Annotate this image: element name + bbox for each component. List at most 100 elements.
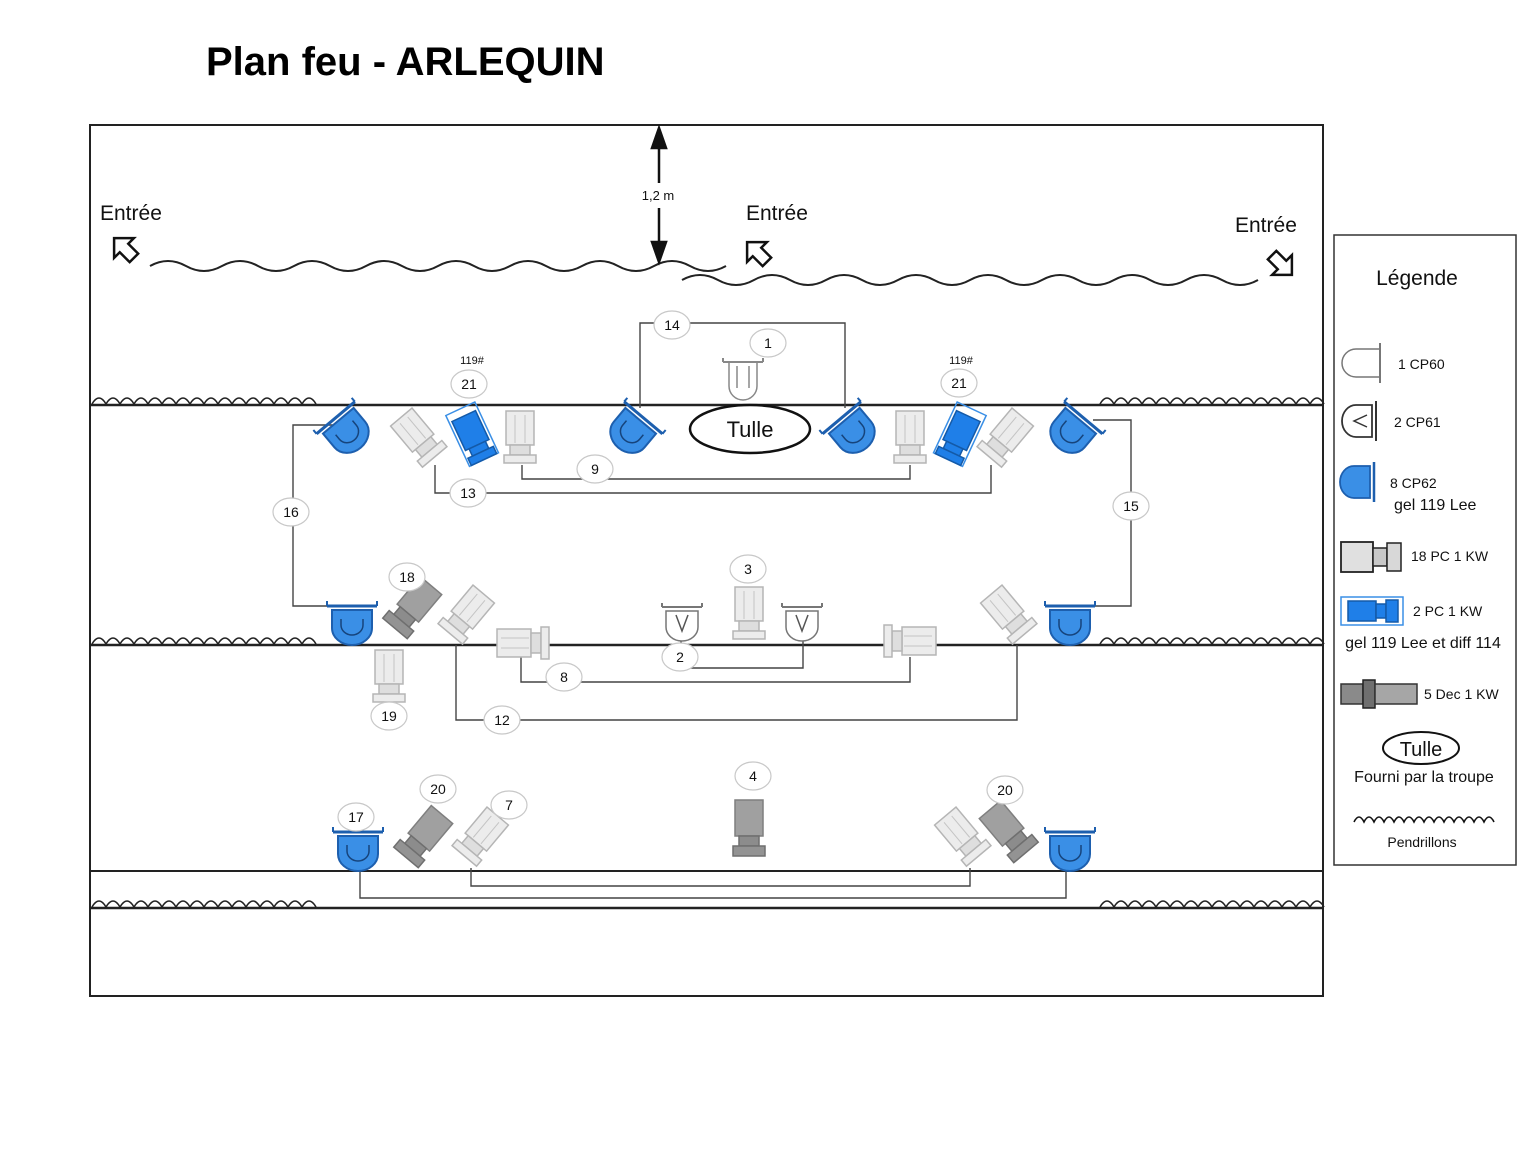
- cp60-legend-icon: [1341, 343, 1381, 383]
- dec-legend-icon: [1340, 679, 1418, 709]
- circuit-badge: 14: [653, 310, 691, 340]
- legend: Légende 1 CP60 2 CP61 8 CP62 gel 119 Lee…: [1333, 234, 1517, 866]
- distance-arrow: [650, 124, 668, 266]
- pc-fixture: [893, 410, 927, 464]
- circuit-badge: 9: [576, 454, 614, 484]
- gel-tag: 119#: [460, 355, 485, 367]
- tulle-shape: [688, 403, 812, 455]
- cp62-fixture: [1037, 396, 1108, 466]
- entrance-arrow-right-icon: [1266, 249, 1294, 277]
- cp62-fixture: [325, 599, 379, 647]
- page-title: Plan feu - ARLEQUIN: [206, 40, 605, 84]
- svg-text:21: 21: [951, 375, 967, 391]
- svg-text:4: 4: [749, 768, 757, 784]
- legend-item-label: 18 PC 1 KW: [1411, 548, 1489, 564]
- svg-text:17: 17: [348, 809, 364, 825]
- circuit-badge: 20: [986, 775, 1024, 805]
- cp61-fixture: [661, 602, 703, 642]
- circuit-badge: 8: [545, 662, 583, 692]
- dec-fixture: [392, 803, 456, 869]
- tulle-legend-icon: [1382, 731, 1460, 765]
- svg-text:18: 18: [399, 569, 415, 585]
- dec-fixture: [732, 799, 766, 857]
- dec-fixture: [976, 798, 1040, 864]
- svg-text:1: 1: [764, 335, 772, 351]
- circuit-badge: 12: [483, 705, 521, 735]
- legend-item-label: 1 CP60: [1398, 356, 1445, 372]
- circuit-badge: 1: [749, 328, 787, 358]
- cp61-legend-icon: [1341, 401, 1377, 441]
- svg-text:7: 7: [505, 797, 513, 813]
- svg-text:8: 8: [560, 669, 568, 685]
- circuit-badge: 18: [388, 562, 426, 592]
- circuit-badge: 3: [729, 554, 767, 584]
- pc-fixture: [883, 624, 937, 658]
- legend-item-label: 2 PC 1 KW: [1413, 603, 1483, 619]
- circuit-badge: 13: [449, 478, 487, 508]
- pendrillons-bar-4: [91, 900, 1325, 909]
- cp61-fixture: [781, 602, 823, 642]
- pc-fixture: [437, 583, 497, 645]
- entrance-label-right: Entrée: [1235, 214, 1297, 237]
- legend-tulle-label: Tulle: [1400, 739, 1443, 761]
- legend-item-label: 2 CP61: [1394, 414, 1441, 430]
- distance-label: 1,2 m: [642, 188, 675, 203]
- pc-fixture: [932, 805, 992, 867]
- svg-text:13: 13: [460, 485, 476, 501]
- pendrillon-upper-right: [681, 274, 1259, 286]
- cp62-fixture: [311, 396, 382, 466]
- cp62-fixture: [817, 396, 888, 466]
- pc-fixture: [978, 583, 1038, 645]
- circuit-badge: 21: [450, 369, 488, 399]
- pendrillons-bar-2: [91, 637, 1325, 646]
- pendrillons-legend-icon: [1353, 816, 1495, 824]
- pc-blue-legend-icon: [1340, 596, 1404, 626]
- legend-title: Légende: [1376, 267, 1458, 290]
- cp62-fixture: [597, 396, 668, 466]
- svg-text:3: 3: [744, 561, 752, 577]
- circuit-badge: 17: [337, 802, 375, 832]
- svg-text:20: 20: [430, 781, 446, 797]
- cp62-legend-icon: [1339, 462, 1376, 502]
- tulle-label: Tulle: [727, 417, 774, 442]
- legend-pendrillons-label: Pendrillons: [1387, 834, 1456, 850]
- pc-fixture: [388, 406, 448, 468]
- circuit-badge: 4: [734, 761, 772, 791]
- svg-text:19: 19: [381, 708, 397, 724]
- pendrillon-upper-left: [149, 260, 727, 272]
- entrance-arrow-center-icon: [745, 240, 773, 268]
- svg-text:15: 15: [1123, 498, 1139, 514]
- legend-item-sublabel: gel 119 Lee et diff 114: [1345, 635, 1501, 652]
- pc-fixture: [496, 626, 550, 660]
- pc-blue-fixture: [445, 401, 500, 468]
- pc-legend-icon: [1340, 541, 1402, 573]
- legend-item-label: 8 CP62: [1390, 475, 1437, 491]
- circuit-badge: 15: [1112, 491, 1150, 521]
- legend-item-label: 5 Dec 1 KW: [1424, 686, 1499, 702]
- entrance-label-left: Entrée: [100, 202, 162, 225]
- stage-frame: [89, 124, 1324, 997]
- cp62-fixture: [1043, 825, 1097, 873]
- circuit-badge: 19: [370, 701, 408, 731]
- circuit-badge: 2: [661, 642, 699, 672]
- cp60-fixture: [722, 357, 764, 401]
- legend-tulle-note: Fourni par la troupe: [1354, 769, 1494, 786]
- svg-text:20: 20: [997, 782, 1013, 798]
- legend-item-sublabel: gel 119 Lee: [1394, 497, 1477, 514]
- svg-text:2: 2: [676, 649, 684, 665]
- svg-text:12: 12: [494, 712, 510, 728]
- pc-fixture: [732, 586, 766, 640]
- circuit-badge: 21: [940, 368, 978, 398]
- svg-text:16: 16: [283, 504, 299, 520]
- pendrillons-bar-1: [91, 397, 1325, 406]
- svg-text:9: 9: [591, 461, 599, 477]
- svg-text:14: 14: [664, 317, 680, 333]
- pc-fixture: [372, 649, 406, 703]
- pc-blue-fixture: [932, 401, 987, 468]
- gel-tag: 119#: [949, 355, 974, 367]
- circuit-badge: 7: [490, 790, 528, 820]
- entrance-label-center: Entrée: [746, 202, 808, 225]
- circuit-badge: 16: [272, 497, 310, 527]
- cp62-fixture: [331, 825, 385, 873]
